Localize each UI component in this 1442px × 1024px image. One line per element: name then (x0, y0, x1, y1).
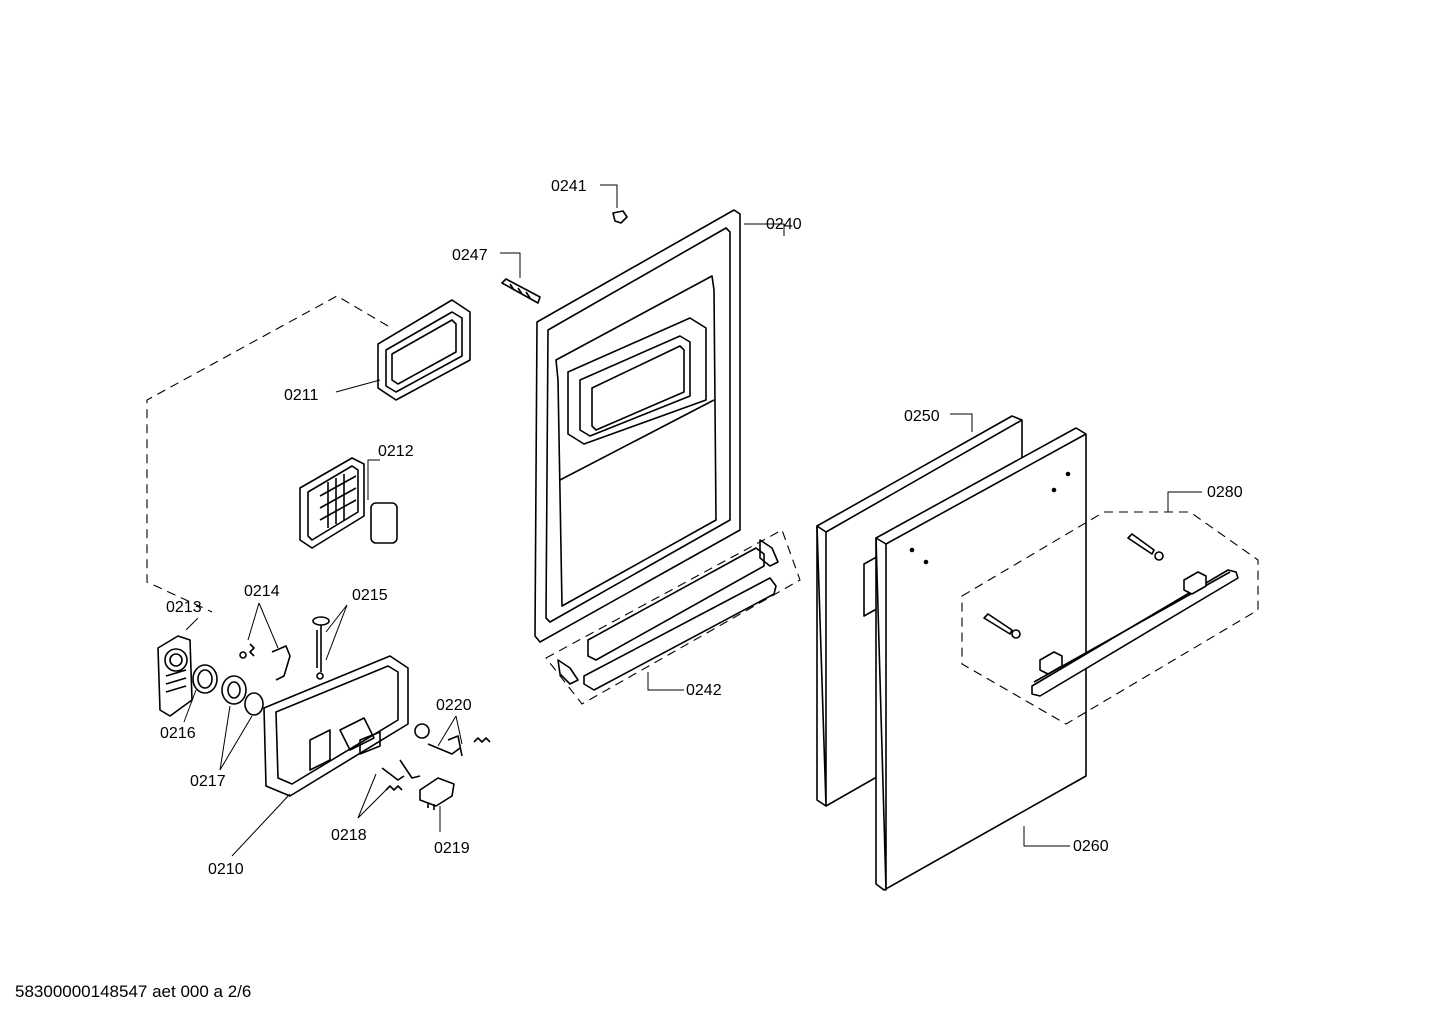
label-0260: 0260 (1073, 838, 1109, 855)
part-0216-ring (192, 664, 218, 694)
part-labels: 0241 0240 0247 0211 0212 0213 0214 0215 … (160, 178, 1243, 878)
label-0242: 0242 (686, 682, 722, 699)
label-0211: 0211 (284, 387, 319, 404)
part-0247-screw (501, 278, 541, 304)
part-0260-door-front-panel (875, 427, 1087, 891)
part-0242-group-outline (545, 529, 801, 705)
part-0241-screw (612, 210, 628, 224)
label-0210: 0210 (208, 861, 244, 878)
label-0280: 0280 (1207, 484, 1243, 501)
part-0240-inner-door-liner (534, 209, 741, 643)
label-0217: 0217 (190, 773, 226, 790)
label-0218: 0218 (331, 827, 367, 844)
part-0242-bottom-trim (557, 539, 779, 691)
drawing-reference-footer: 58300000148547 aet 000 a 2/6 (15, 982, 252, 1001)
label-0216: 0216 (160, 725, 196, 742)
part-0215-valve-pin (312, 616, 330, 680)
dispenser-group-outline (146, 295, 389, 613)
part-0219-switch (419, 777, 455, 810)
part-0280-group-outline (961, 511, 1259, 725)
label-0215: 0215 (352, 587, 388, 604)
part-0218-springs (381, 759, 421, 791)
label-0214: 0214 (244, 583, 280, 600)
leader-lines (183, 184, 1202, 857)
label-0240: 0240 (766, 216, 802, 233)
part-0280-handle-assembly (983, 533, 1239, 697)
part-0213-handle (157, 635, 193, 717)
part-0212-filter-housing (299, 457, 398, 549)
label-0247: 0247 (452, 247, 488, 264)
part-0210-dispenser-housing (263, 655, 409, 797)
part-0214-spring-lever (239, 643, 291, 681)
label-0241: 0241 (551, 178, 587, 195)
label-0250: 0250 (904, 408, 940, 425)
part-0211-trim-frame (377, 299, 471, 401)
part-0217-bushing (221, 675, 264, 716)
label-0219: 0219 (434, 840, 470, 857)
part-0220-actuator-set (414, 723, 491, 757)
label-0220: 0220 (436, 697, 472, 714)
label-0212: 0212 (378, 443, 414, 460)
label-0213: 0213 (166, 599, 202, 616)
